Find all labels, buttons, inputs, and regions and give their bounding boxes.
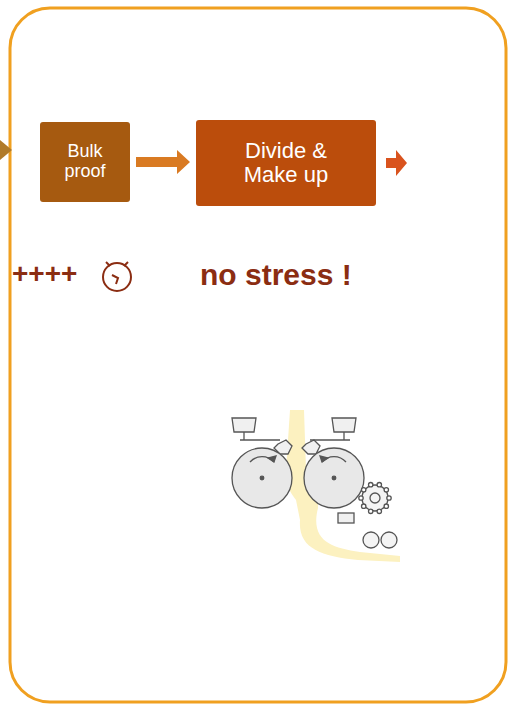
process-box: Bulk proof [40,122,130,202]
note-text: no stress ! [200,258,352,292]
dough-sheeter-illustration [232,410,400,562]
flow-arrow [136,150,190,174]
duration-marker: ++++ [12,258,77,290]
outgoing-arrow [386,150,407,176]
box-label: Bulk proof [50,142,120,182]
process-box: Divide & Make up [196,120,376,206]
incoming-arrow [0,140,12,160]
panel-outline [10,8,506,702]
box-label: Divide & Make up [226,139,346,187]
clock-icon [103,262,131,291]
